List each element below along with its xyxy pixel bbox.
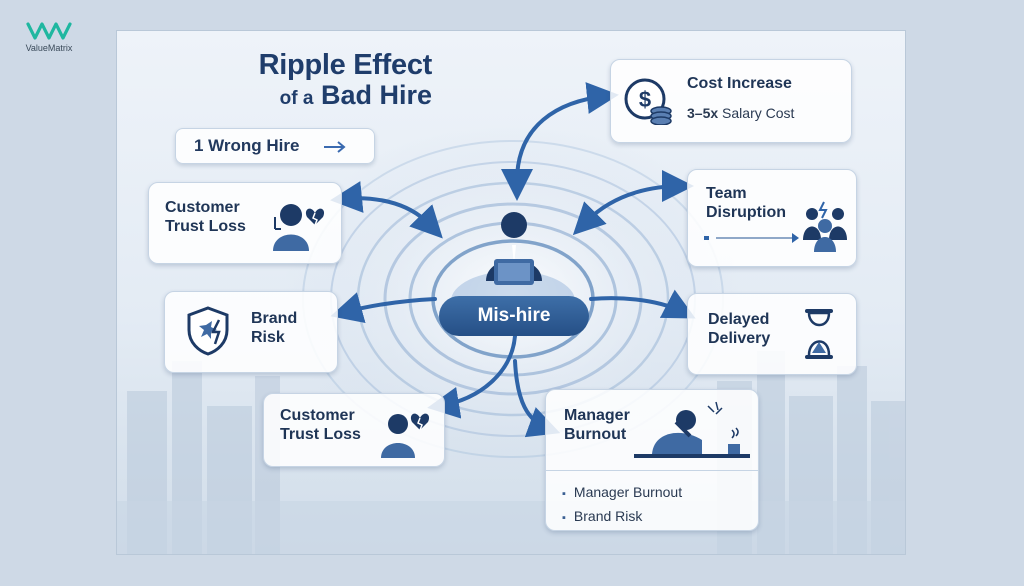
valuematrix-wave-icon [26,22,72,40]
progress-arrow-icon [704,233,799,243]
shield-lightning-icon [187,306,229,356]
arrow-to-trust-top [330,181,443,239]
bullet-item: Manager Burnout [562,484,682,500]
manager-burnout-bullets: Manager Burnout Brand Risk [562,484,682,532]
arrow-to-team [572,170,694,236]
connector-arrows [330,82,696,438]
bullet-item: Brand Risk [562,508,682,524]
burnout-desk-icon [634,401,750,458]
svg-text:$: $ [639,87,651,112]
infographic-panel: Ripple Effect of a Bad Hire 1 Wrong Hire… [117,31,905,554]
arrow-right-icon [324,141,346,153]
arrow-to-cost [501,82,619,201]
heartbroken-customer-icon [381,413,430,458]
mis-hire-label: Mis-hire [439,296,589,336]
heartbroken-customer-icon [273,204,325,251]
brand-logo: ValueMatrix [14,18,84,53]
arrow-to-manager [513,359,561,438]
team-conflict-icon [803,201,847,252]
arrow-to-trust-bottom [427,334,517,419]
wrong-hire-tag: 1 Wrong Hire [175,128,375,164]
dollar-coins-icon: $ [624,78,672,125]
infographic-title: Ripple Effect of a Bad Hire [258,49,433,110]
arrow-to-delay [589,289,696,319]
arrow-to-brand-risk [330,292,437,324]
hourglass-icon [805,309,833,359]
cost-increase-title: Cost Increase [687,75,792,92]
brand-name: ValueMatrix [25,43,73,53]
card-cost-increase: $ Cost Increase 3–5x Salary Cost [610,59,852,143]
businessman-laptop-icon [486,212,542,285]
cost-increase-detail: 3–5x Salary Cost [687,105,795,121]
